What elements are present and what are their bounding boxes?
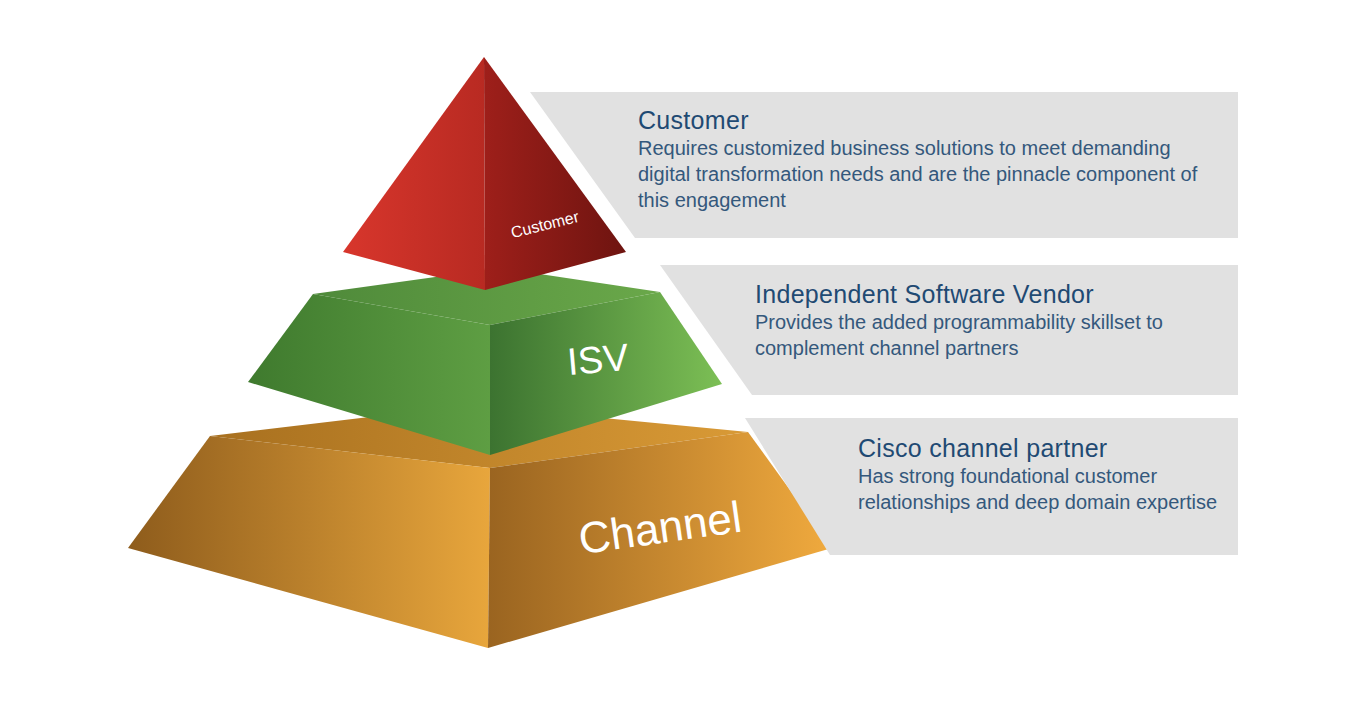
callout-panel: Independent Software VendorProvides the … — [660, 265, 1238, 395]
panel-fill — [660, 265, 1238, 395]
panel-body: Provides the added programmability skill… — [755, 309, 1233, 361]
callout-panel: Cisco channel partnerHas strong foundati… — [745, 418, 1238, 555]
panel-text: Independent Software VendorProvides the … — [755, 279, 1233, 361]
panel-fill — [530, 92, 1238, 238]
tier-label: ISV — [566, 336, 631, 384]
callout-panel: CustomerRequires customized business sol… — [530, 92, 1238, 238]
panel-text: CustomerRequires customized business sol… — [638, 105, 1223, 213]
panel-text: Cisco channel partnerHas strong foundati… — [858, 433, 1226, 515]
panel-heading: Cisco channel partner — [858, 433, 1226, 463]
pyramid-tier-label: ISV — [566, 336, 631, 384]
panel-body: Has strong foundational customer relatio… — [858, 463, 1226, 515]
panel-body: Requires customized business solutions t… — [638, 135, 1223, 213]
panel-fill — [745, 418, 1238, 555]
panel-heading: Independent Software Vendor — [755, 279, 1233, 309]
panel-heading: Customer — [638, 105, 1223, 135]
